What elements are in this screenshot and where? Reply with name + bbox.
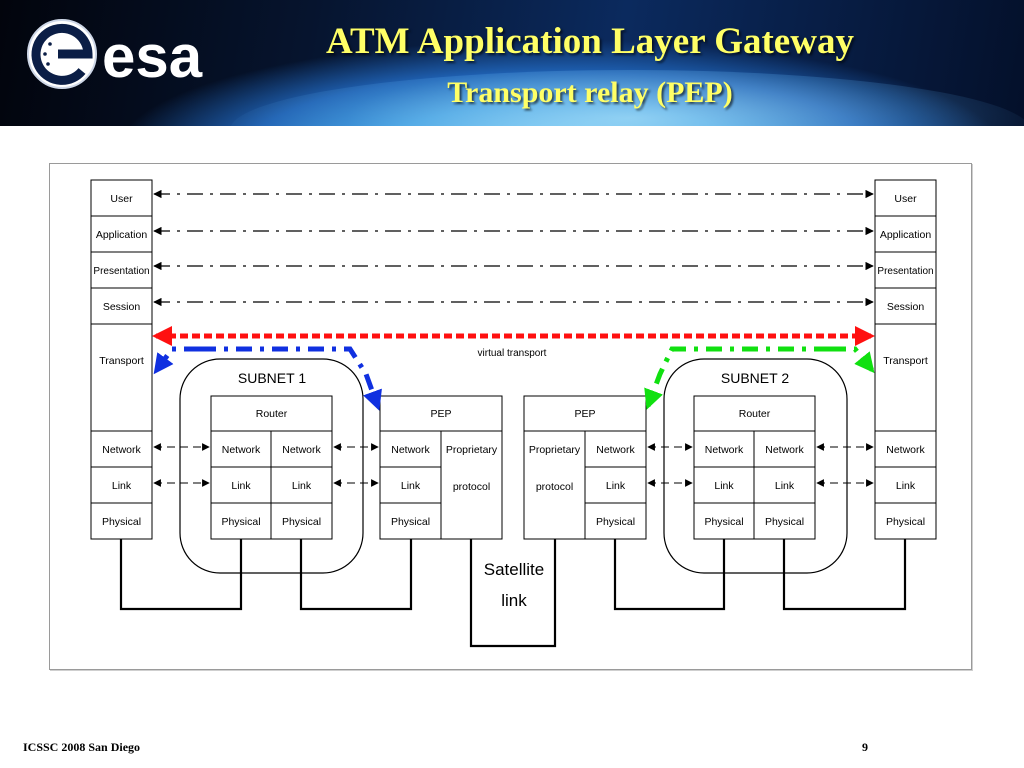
router1-network-a: Network bbox=[222, 444, 261, 456]
subnet1-transport-arrow-left bbox=[153, 346, 200, 375]
pep-right-label: PEP bbox=[574, 408, 595, 420]
pep-right-physical: Physical bbox=[596, 516, 635, 528]
router1-physical-b: Physical bbox=[282, 516, 321, 528]
router1-link-b: Link bbox=[292, 480, 312, 492]
satellite-link-label-line1: Satellite bbox=[484, 560, 544, 579]
pep-left-link: Link bbox=[401, 480, 421, 492]
router1-stack bbox=[210, 395, 333, 540]
router1-label: Router bbox=[256, 408, 288, 420]
pep-right-link: Link bbox=[606, 480, 626, 492]
right-user-layer: User bbox=[894, 193, 917, 205]
virtual-transport-label: virtual transport bbox=[478, 348, 547, 359]
left-physical-layer: Physical bbox=[102, 516, 141, 528]
esa-logo: esa bbox=[27, 19, 203, 90]
left-user-layer: User bbox=[110, 193, 133, 205]
pep-left-stack bbox=[379, 395, 503, 540]
right-transport-layer: Transport bbox=[883, 355, 928, 367]
right-presentation-layer: Presentation bbox=[877, 266, 933, 277]
router2-physical-b: Physical bbox=[765, 516, 804, 528]
router2-link-b: Link bbox=[775, 480, 795, 492]
router2-physical-a: Physical bbox=[704, 516, 743, 528]
slide-title: ATM Application Layer Gateway bbox=[326, 21, 854, 62]
footer-conference: ICSSC 2008 San Diego bbox=[23, 740, 141, 754]
right-application-layer: Application bbox=[880, 229, 932, 241]
slide-subtitle: Transport relay (PEP) bbox=[447, 76, 733, 109]
pep-right-stack bbox=[523, 395, 647, 540]
router1-network-b: Network bbox=[282, 444, 321, 456]
esa-logo-text: esa bbox=[102, 23, 203, 90]
pep-right-protocol: protocol bbox=[536, 481, 573, 493]
peer-layer-arrows bbox=[153, 189, 874, 307]
right-session-layer: Session bbox=[887, 301, 925, 313]
router2-label: Router bbox=[739, 408, 771, 420]
pep-left-proprietary: Proprietary bbox=[446, 444, 498, 456]
slide-header: esa ATM Application Layer Gateway Transp… bbox=[0, 0, 1024, 126]
subnet1-transport-arrow-right bbox=[200, 346, 382, 411]
right-link-layer: Link bbox=[896, 480, 916, 492]
protocol-stack-diagram-frame: SUBNET 1 SUBNET 2 User Application Prese… bbox=[49, 163, 972, 670]
left-link-layer: Link bbox=[112, 480, 132, 492]
pep-left-network: Network bbox=[391, 444, 430, 456]
physical-wiring bbox=[119, 539, 907, 648]
pep-right-proprietary: Proprietary bbox=[529, 444, 581, 456]
left-transport-layer: Transport bbox=[99, 355, 144, 367]
right-network-layer: Network bbox=[886, 444, 925, 456]
pep-left-physical: Physical bbox=[391, 516, 430, 528]
subnet1-label: SUBNET 1 bbox=[238, 370, 306, 386]
pep-left-label: PEP bbox=[430, 408, 451, 420]
satellite-link-label-line2: link bbox=[501, 591, 527, 610]
left-presentation-layer: Presentation bbox=[93, 266, 149, 277]
pep-right-network: Network bbox=[596, 444, 635, 456]
router1-link-a: Link bbox=[231, 480, 251, 492]
router2-stack bbox=[693, 395, 816, 540]
left-network-layer: Network bbox=[102, 444, 141, 456]
left-host-stack bbox=[90, 179, 153, 540]
subnet1-boundary bbox=[179, 358, 364, 574]
protocol-stack-diagram: SUBNET 1 SUBNET 2 User Application Prese… bbox=[90, 179, 937, 648]
footer-page-number: 9 bbox=[862, 740, 868, 754]
right-host-stack bbox=[874, 179, 937, 540]
right-physical-layer: Physical bbox=[886, 516, 925, 528]
router2-network-a: Network bbox=[705, 444, 744, 456]
pep-left-protocol: protocol bbox=[453, 481, 490, 493]
subnet2-boundary bbox=[663, 358, 848, 574]
subnet2-label: SUBNET 2 bbox=[721, 370, 789, 386]
router2-link-a: Link bbox=[714, 480, 734, 492]
left-application-layer: Application bbox=[96, 229, 148, 241]
router2-network-b: Network bbox=[765, 444, 804, 456]
subnet2-transport-arrow-right bbox=[830, 346, 875, 374]
subnet2-transport-arrow-left bbox=[644, 346, 830, 410]
left-session-layer: Session bbox=[103, 301, 141, 313]
network-link-peer-arrows bbox=[153, 443, 874, 487]
router1-physical-a: Physical bbox=[221, 516, 260, 528]
